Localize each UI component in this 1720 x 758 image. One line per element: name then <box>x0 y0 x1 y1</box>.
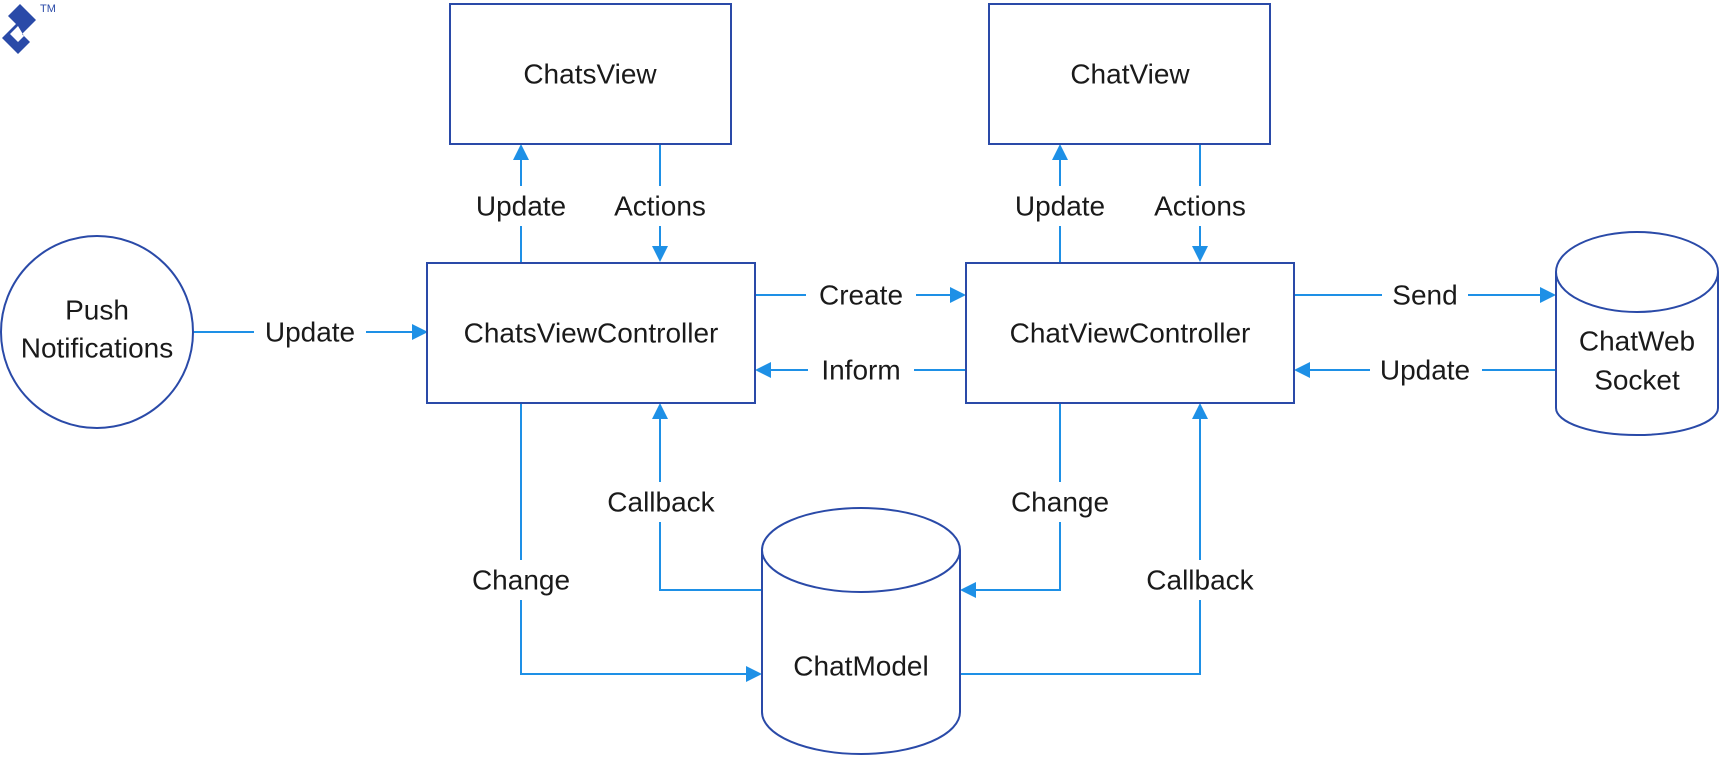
edge-label-chat-update: Update <box>1015 191 1105 222</box>
edge-push-update: Update <box>194 312 428 352</box>
node-label-chat-model: ChatModel <box>793 651 928 682</box>
edge-label-push-update: Update <box>265 317 355 348</box>
node-chats-view-controller: ChatsViewController <box>426 262 756 404</box>
node-label-chat-view-controller: ChatViewController <box>1010 318 1251 349</box>
logo-trademark: TM <box>40 3 56 15</box>
edge-label-callback-right: Callback <box>1146 565 1254 596</box>
edge-label-socket-update: Update <box>1380 355 1470 386</box>
node-label-websocket-line1: ChatWeb <box>1579 326 1695 357</box>
node-label-chats-view: ChatsView <box>523 59 657 90</box>
edge-chat-update: Update <box>1004 144 1116 262</box>
edge-chats-actions: Actions <box>604 144 716 262</box>
node-label-websocket-line2: Socket <box>1594 365 1680 396</box>
edge-change-left: Change <box>464 403 762 682</box>
node-chat-view-controller: ChatViewController <box>965 262 1295 404</box>
edge-chats-update: Update <box>466 144 578 262</box>
edge-label-change-left: Change <box>472 565 570 596</box>
edge-label-inform: Inform <box>821 355 900 386</box>
edge-label-chat-actions: Actions <box>1154 191 1246 222</box>
edge-inform: Inform <box>755 350 966 390</box>
edge-label-create: Create <box>819 280 903 311</box>
node-label-chat-view: ChatView <box>1070 59 1190 90</box>
node-push-notifications: Push Notifications <box>0 235 194 429</box>
edge-callback-right: Callback <box>960 403 1262 675</box>
node-chats-view: ChatsView <box>449 3 732 145</box>
node-label-push-line2: Notifications <box>21 333 174 364</box>
node-chat-websocket: ChatWeb Socket <box>1555 231 1719 436</box>
edge-create: Create <box>755 275 966 315</box>
edge-chat-actions: Actions <box>1144 144 1256 262</box>
node-label-chats-view-controller: ChatsViewController <box>464 318 719 349</box>
edge-label-send: Send <box>1392 280 1457 311</box>
toptal-logo-icon: TM <box>2 3 56 54</box>
edge-send: Send <box>1294 275 1556 315</box>
edge-label-change-right: Change <box>1011 487 1109 518</box>
edge-label-chats-update: Update <box>476 191 566 222</box>
edge-label-chats-actions: Actions <box>614 191 706 222</box>
edge-socket-update: Update <box>1294 350 1556 390</box>
edge-callback-left: Callback <box>600 403 762 591</box>
node-label-push-line1: Push <box>65 295 129 326</box>
edge-change-right: Change <box>960 403 1118 598</box>
node-chat-view: ChatView <box>988 3 1271 145</box>
node-chat-model: ChatModel <box>761 507 961 755</box>
edge-label-callback-left: Callback <box>607 487 715 518</box>
